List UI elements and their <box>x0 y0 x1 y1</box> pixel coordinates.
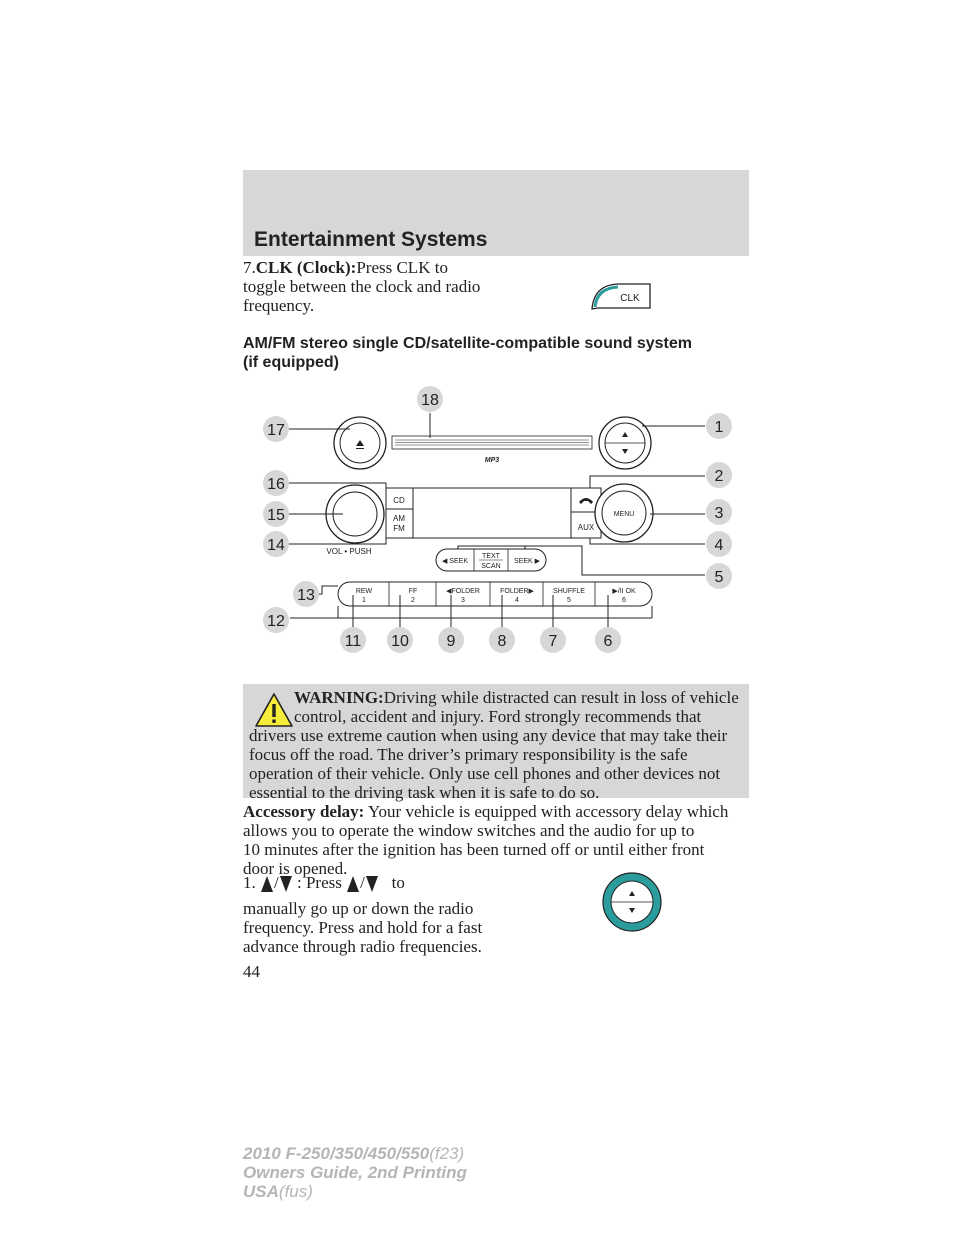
clk-paragraph: 7.CLK (Clock):Press CLK to toggle betwee… <box>243 258 481 315</box>
eject-icon <box>356 440 364 446</box>
down-arrow-icon <box>622 449 628 454</box>
warning-icon <box>255 693 293 727</box>
callout-number: 10 <box>391 633 409 650</box>
callout-circle <box>293 581 319 607</box>
callout-number: 13 <box>297 587 315 604</box>
preset-number: 3 <box>461 597 465 604</box>
leader-lines <box>288 413 705 628</box>
preset-number: 2 <box>411 597 415 604</box>
volume-knob <box>325 484 385 544</box>
preset-label: ▶/II OK <box>612 588 636 595</box>
warning-box: WARNING:Driving while distracted can res… <box>243 684 749 802</box>
menu-label: MENU <box>614 511 635 518</box>
eject-knob <box>333 416 387 470</box>
seek-right-label: SEEK ▶ <box>514 558 541 565</box>
preset-label: FOLDER▶ <box>500 588 534 595</box>
radio-diagram: MP3 CD AM FM VOL • PUSH AUX MENU ◀ SEEK … <box>263 386 732 653</box>
callout-circle <box>340 627 366 653</box>
callout-circle <box>595 627 621 653</box>
callout-number: 18 <box>421 392 439 409</box>
preset-label: FF <box>409 588 418 595</box>
scan-label: SCAN <box>481 563 500 570</box>
preset-number: 5 <box>567 597 571 604</box>
preset-number: 6 <box>622 597 626 604</box>
accessory-delay-paragraph: Accessory delay: Your vehicle is equippe… <box>243 802 729 878</box>
seek-knob-icon <box>602 872 662 932</box>
preset-label: REW <box>356 588 373 595</box>
page-number: 44 <box>243 962 260 981</box>
phone-icon <box>579 498 593 504</box>
cd-button-label: CD <box>393 496 405 505</box>
callout-circle <box>387 627 413 653</box>
aux-button-label: AUX <box>578 523 595 532</box>
menu-knob <box>594 483 654 543</box>
down-triangle-icon <box>279 876 292 893</box>
callout-circle <box>706 413 732 439</box>
callout-circle <box>417 386 443 412</box>
section-title: Entertainment Systems <box>254 228 488 251</box>
footer: 2010 F-250/350/450/550(f23) Owners Guide… <box>243 1144 467 1201</box>
system-heading: AM/FM stereo single CD/satellite-compati… <box>243 335 692 371</box>
up-triangle-icon <box>347 876 360 893</box>
callout-number: 6 <box>604 633 613 650</box>
callout-number: 15 <box>267 507 285 524</box>
down-triangle-icon <box>365 876 378 893</box>
callout-number: 1 <box>715 419 724 436</box>
clk-icon-label: CLK <box>620 293 640 304</box>
preset-label: ◀FOLDER <box>446 588 480 595</box>
callout-number: 2 <box>715 468 724 485</box>
callout-circle <box>263 501 289 527</box>
callout-number: 3 <box>715 505 724 522</box>
callout-circle <box>540 627 566 653</box>
callout-circle <box>706 563 732 589</box>
callout-number: 5 <box>715 569 724 586</box>
tune-knob <box>598 416 652 470</box>
am-button-label: AM <box>393 514 405 523</box>
preset-number: 1 <box>362 597 366 604</box>
mp3-logo: MP3 <box>485 457 500 464</box>
text-label: TEXT <box>482 553 501 560</box>
up-triangle-icon <box>261 876 273 893</box>
accessory-term: Accessory delay: <box>243 802 365 821</box>
preset-strip: REW 1 FF 2 ◀FOLDER 3 FOLDER▶ 4 SHUFFLE 5 ▶/II OK 6 <box>337 581 653 607</box>
warning-label: WARNING: <box>294 688 384 707</box>
callout-circle <box>263 416 289 442</box>
callout-circle <box>263 531 289 557</box>
callout-number: 4 <box>715 537 724 554</box>
callout-number: 7 <box>549 633 558 650</box>
warning-text: WARNING:Driving while distracted can res… <box>249 688 739 802</box>
callout-number: 16 <box>267 476 285 493</box>
seek-left-label: ◀ SEEK <box>442 558 468 565</box>
fm-button-label: FM <box>393 524 405 533</box>
up-arrow-icon <box>622 432 628 437</box>
seek-paragraph: 1. / : Press / to manually go up or down… <box>243 873 483 956</box>
callout-circle <box>489 627 515 653</box>
callout-number: 9 <box>447 633 456 650</box>
callout-number: 12 <box>267 613 285 630</box>
callout-circle <box>706 462 732 488</box>
clk-button-icon: CLK <box>591 283 651 310</box>
callout-circle <box>263 470 289 496</box>
preset-label: SHUFFLE <box>553 588 585 595</box>
callout-circle <box>706 499 732 525</box>
callout-circle <box>263 607 289 633</box>
callout-number: 14 <box>267 537 285 554</box>
callout-circle <box>706 531 732 557</box>
callout-number: 11 <box>345 633 362 650</box>
preset-number: 4 <box>515 597 519 604</box>
callout-circle <box>438 627 464 653</box>
clk-term: CLK (Clock): <box>255 258 357 277</box>
cd-slot <box>391 435 593 450</box>
callout-number: 8 <box>498 633 507 650</box>
seek-scan-buttons: ◀ SEEK TEXT SCAN SEEK ▶ <box>435 548 547 572</box>
callout-number: 17 <box>267 422 285 439</box>
section-header: Entertainment Systems <box>243 170 749 256</box>
vol-push-label: VOL • PUSH <box>326 547 371 556</box>
